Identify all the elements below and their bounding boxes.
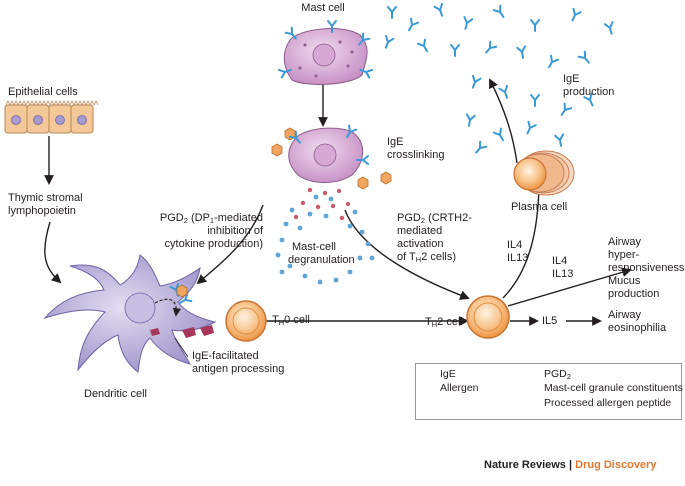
- pgd2-crth2-label-line4: of TH2 cells): [397, 251, 457, 264]
- legend-pgd2: PGD2: [544, 368, 571, 381]
- free-ige-molecules: [381, 2, 617, 157]
- thymic-label-line2: lymphopoietin: [8, 205, 76, 217]
- dendritic-cell-label: Dendritic cell: [84, 388, 147, 400]
- pgd2-crth2-label-line2: mediated: [397, 225, 443, 237]
- degranulation-particles: [275, 187, 375, 285]
- ige-crosslinking-label-line2: crosslinking: [387, 149, 445, 161]
- legend-peptide: Processed allergen peptide: [544, 397, 672, 409]
- thymic-label-line1: Thymic stromal: [8, 192, 83, 204]
- ige-facilitated-line1: IgE-facilitated: [192, 350, 259, 362]
- th0-cell-label: TH0 cell: [272, 314, 310, 327]
- il4-label-a: IL4: [507, 239, 523, 251]
- legend-allergen: Allergen: [440, 382, 479, 394]
- airway-hyper-line3: responsiveness: [608, 262, 685, 274]
- airway-hyper-line5: production: [608, 288, 660, 300]
- th2-cell-label: TH2 cell: [425, 316, 463, 329]
- ige-production-label-line2: production: [563, 86, 615, 98]
- legend-granule: Mast-cell granule constituents: [544, 382, 683, 394]
- epithelial-cells-label: Epithelial cells: [8, 86, 78, 98]
- arrows: [44, 78, 632, 326]
- th0-cell: [225, 300, 267, 342]
- ige-crosslinking-label-line1: IgE: [387, 136, 404, 148]
- plasma-cell: [513, 150, 575, 196]
- pgd2-dp1-label-line1: PGD2 (DP1-mediated: [159, 212, 263, 225]
- th2-cell: [466, 295, 510, 339]
- pgd2-dp1-label-line2: inhibition of: [207, 225, 263, 237]
- airway-eos-line1: Airway: [608, 309, 642, 321]
- pgd2-crth2-label-line1: PGD2 (CRTH2-: [397, 212, 472, 225]
- mast-cell-label: Mast cell: [301, 2, 345, 14]
- airway-hyper-line4: Mucus: [608, 275, 641, 287]
- il13-label-a: IL13: [507, 252, 529, 264]
- mast-degran-label-line1: Mast-cell: [292, 241, 337, 253]
- pgd2-dp1-label-line3: cytokine production): [164, 238, 263, 250]
- ige-facilitated-line2: antigen processing: [192, 363, 285, 375]
- airway-hyper-line1: Airway: [608, 236, 642, 248]
- legend: IgE Allergen PGD2 Mast-cell granule cons…: [415, 363, 683, 420]
- journal-credit: Nature Reviews | Drug Discovery: [484, 459, 657, 471]
- plasma-cell-label: Plasma cell: [511, 201, 568, 213]
- mast-cell-crosslinking: [271, 124, 392, 285]
- legend-ige: IgE: [440, 368, 456, 380]
- il4-label-b: IL4: [552, 255, 568, 267]
- mast-degran-label-line2: degranulation: [288, 254, 355, 266]
- airway-hyper-line2: hyper-: [608, 249, 640, 261]
- pgd2-crth2-label-line3: activation: [397, 238, 444, 250]
- ige-production-label-line1: IgE: [563, 73, 580, 85]
- il5-label: IL5: [542, 315, 558, 327]
- airway-eos-line2: eosinophilia: [608, 322, 667, 334]
- epithelial-cells: [4, 100, 99, 134]
- il13-label-b: IL13: [552, 268, 574, 280]
- dendritic-cell: [43, 254, 217, 373]
- mast-cell-top: [277, 20, 374, 85]
